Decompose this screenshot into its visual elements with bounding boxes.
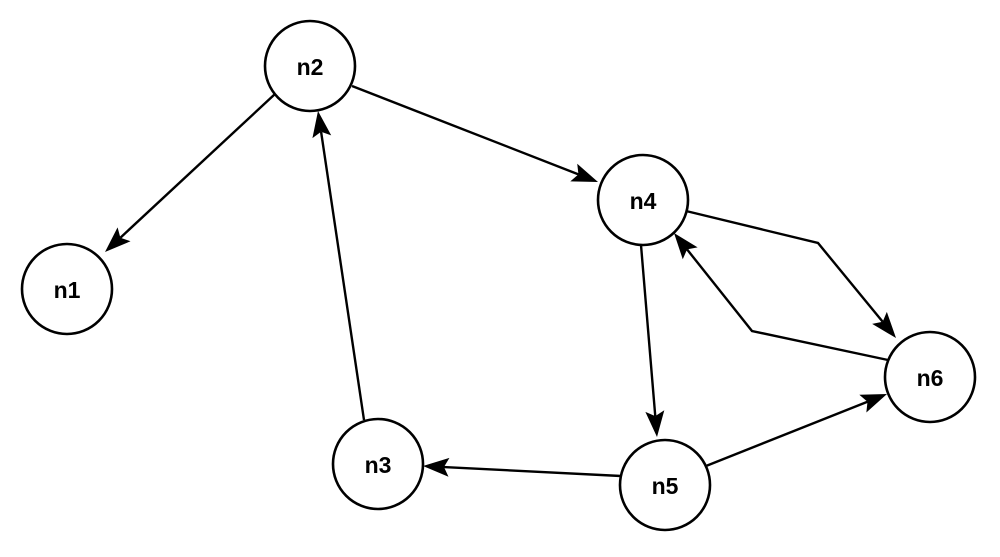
edge-arrowhead xyxy=(105,227,131,252)
node-circle[interactable] xyxy=(883,330,977,424)
graph-node-n5[interactable]: n5 xyxy=(618,438,712,532)
edge-line xyxy=(319,131,366,421)
edge-line xyxy=(705,400,868,468)
graph-edge xyxy=(312,111,366,421)
edge-arrowhead xyxy=(645,410,665,437)
node-circle[interactable] xyxy=(618,438,712,532)
edge-arrowhead xyxy=(423,457,450,477)
graph-edge xyxy=(705,394,887,468)
graph-node-n3[interactable]: n3 xyxy=(331,417,425,511)
graph-node-n4[interactable]: n4 xyxy=(596,153,690,247)
graph-edge xyxy=(423,457,622,478)
edge-layer xyxy=(105,84,896,478)
edge-arrowhead xyxy=(570,163,598,182)
edge-arrowhead xyxy=(674,233,698,260)
node-layer: n1 n2 n3 n4 n5 n6 xyxy=(20,19,977,532)
edge-arrowhead xyxy=(859,394,887,413)
node-circle[interactable] xyxy=(263,19,357,113)
edge-line xyxy=(443,465,622,478)
edge-line xyxy=(351,84,579,176)
edge-arrowhead xyxy=(312,111,332,139)
edge-line xyxy=(685,209,884,323)
edge-arrowhead xyxy=(872,311,896,338)
graph-edge xyxy=(674,233,889,362)
edge-line xyxy=(686,248,889,362)
node-circle[interactable] xyxy=(331,417,425,511)
graph-edge xyxy=(351,84,598,182)
graph-edge xyxy=(685,209,896,338)
graph-edge xyxy=(105,93,276,252)
graph-node-n6[interactable]: n6 xyxy=(883,330,977,424)
graph-node-n1[interactable]: n1 xyxy=(20,242,114,336)
graph-edge xyxy=(639,244,665,437)
node-circle[interactable] xyxy=(20,242,114,336)
edge-line xyxy=(119,93,276,239)
graph-node-n2[interactable]: n2 xyxy=(263,19,357,113)
node-circle[interactable] xyxy=(596,153,690,247)
edge-line xyxy=(639,244,657,417)
